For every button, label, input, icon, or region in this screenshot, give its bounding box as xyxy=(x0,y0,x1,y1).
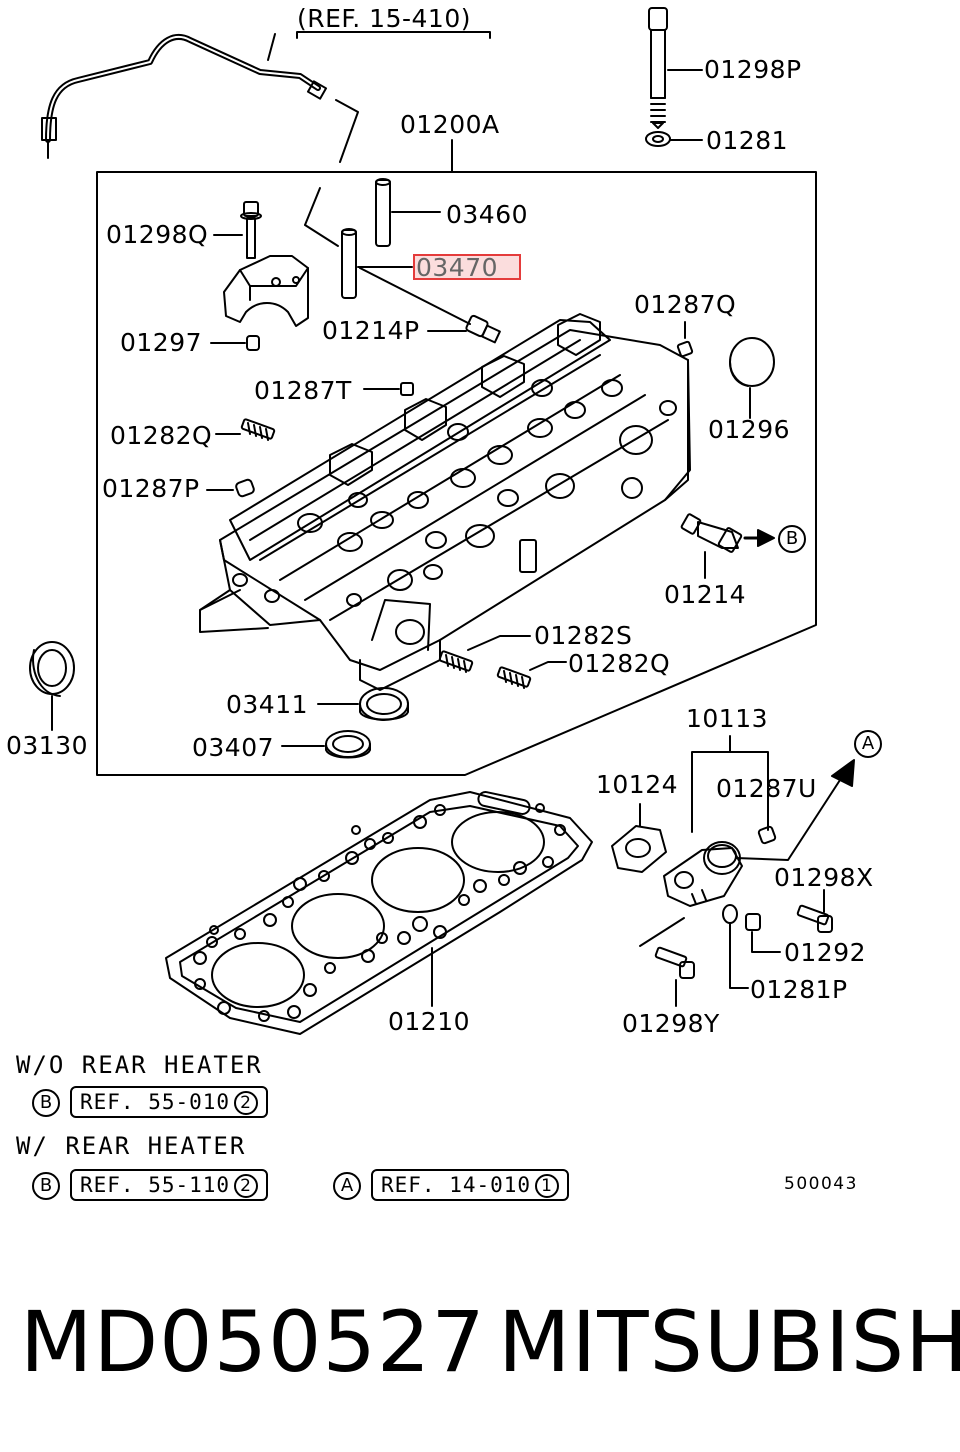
part-label-01281[interactable]: 01281 xyxy=(706,126,789,155)
part-label-10113[interactable]: 10113 xyxy=(686,704,769,733)
part-label-01287U[interactable]: 01287U xyxy=(716,774,817,803)
marker-b-circle: B xyxy=(778,525,806,553)
part-label-01287Q[interactable]: 01287Q xyxy=(634,290,737,319)
washer-01281P xyxy=(722,904,738,924)
part-label-01298P[interactable]: 01298P xyxy=(704,55,802,84)
part-number-title: MD050527 xyxy=(20,1293,486,1391)
oil-line-tube xyxy=(41,33,328,159)
ref-box-55-010-text: REF. 55-010 xyxy=(80,1090,231,1114)
brand-title: MITSUBISHI xyxy=(498,1293,960,1391)
part-label-01210[interactable]: 01210 xyxy=(388,1007,471,1036)
sensor-01214 xyxy=(680,513,743,553)
head-bolt-long xyxy=(648,7,668,129)
seal-ring-03411 xyxy=(359,687,409,721)
thermostat-housing xyxy=(663,841,743,907)
valve-guide-03460 xyxy=(375,178,391,247)
note-marker-b-2: B xyxy=(32,1172,60,1200)
plug-01287P xyxy=(235,478,255,498)
part-label-01298Y[interactable]: 01298Y xyxy=(622,1009,720,1038)
camshaft-bearing-cap xyxy=(223,255,309,351)
diagram-code: 500043 xyxy=(784,1174,858,1194)
part-label-01292[interactable]: 01292 xyxy=(784,938,867,967)
part-label-01287T[interactable]: 01287T xyxy=(254,376,352,405)
oil-seal-03130 xyxy=(29,641,75,697)
ref-box-55-110-number: 2 xyxy=(234,1174,259,1198)
assembly-frame xyxy=(96,171,817,776)
washer-01281 xyxy=(645,131,671,147)
plug-01287U xyxy=(757,825,777,845)
part-label-01297[interactable]: 01297 xyxy=(120,328,203,357)
cylinder-head-gasket xyxy=(165,791,593,1035)
part-label-01200A[interactable]: 01200A xyxy=(400,110,500,139)
plug-01287T xyxy=(400,382,414,396)
part-label-01282Q-left[interactable]: 01282Q xyxy=(110,421,213,450)
part-label-03460[interactable]: 03460 xyxy=(446,200,529,229)
cap-bolt-01298Q xyxy=(240,201,262,259)
part-label-01298Q[interactable]: 01298Q xyxy=(106,220,209,249)
part-label-01214[interactable]: 01214 xyxy=(664,580,747,609)
highlighted-part-label-03470[interactable]: 03470 xyxy=(413,254,521,280)
part-label-01282S[interactable]: 01282S xyxy=(534,621,633,650)
note-marker-b-1: B xyxy=(32,1089,60,1117)
bushing-01292 xyxy=(745,913,761,931)
stud-01282S xyxy=(438,650,474,673)
part-label-01281P[interactable]: 01281P xyxy=(750,975,848,1004)
ref-box-55-010-number: 2 xyxy=(234,1091,259,1115)
part-label-03407[interactable]: 03407 xyxy=(192,733,275,762)
part-label-01287P[interactable]: 01287P xyxy=(102,474,200,503)
thermostat-gasket-10124 xyxy=(611,825,667,873)
seal-ring-03407 xyxy=(325,730,371,759)
sensor-plug-01214P xyxy=(465,314,501,344)
part-label-03411[interactable]: 03411 xyxy=(226,690,309,719)
part-label-10124[interactable]: 10124 xyxy=(596,770,679,799)
part-label-01214P[interactable]: 01214P xyxy=(322,316,420,345)
part-label-01296[interactable]: 01296 xyxy=(708,415,791,444)
part-label-01282Q-right[interactable]: 01282Q xyxy=(568,649,671,678)
part-label-03130[interactable]: 03130 xyxy=(6,731,89,760)
marker-a-circle: A xyxy=(854,730,882,758)
stud-01282Q-right xyxy=(496,666,532,689)
note-with-rear-heater: W/ REAR HEATER xyxy=(16,1132,247,1160)
bolt-01298Y xyxy=(654,946,695,979)
plug-01287Q xyxy=(676,340,694,358)
valve-guide-03470 xyxy=(341,228,357,299)
ref-box-14-010-number: 1 xyxy=(535,1174,560,1198)
ref-box-14-010-text: REF. 14-010 xyxy=(381,1173,532,1197)
oil-line-ref-label[interactable]: (REF. 15-410) xyxy=(297,4,471,33)
part-label-01298X[interactable]: 01298X xyxy=(774,863,874,892)
cup-plug-01296 xyxy=(729,337,775,387)
ref-box-55-110-text: REF. 55-110 xyxy=(80,1173,231,1197)
bolt-01298X xyxy=(796,904,833,933)
note-without-rear-heater: W/O REAR HEATER xyxy=(16,1051,263,1079)
note-marker-a: A xyxy=(333,1172,361,1200)
stud-01282Q-left xyxy=(240,418,276,441)
cylinder-head-body xyxy=(199,313,691,691)
